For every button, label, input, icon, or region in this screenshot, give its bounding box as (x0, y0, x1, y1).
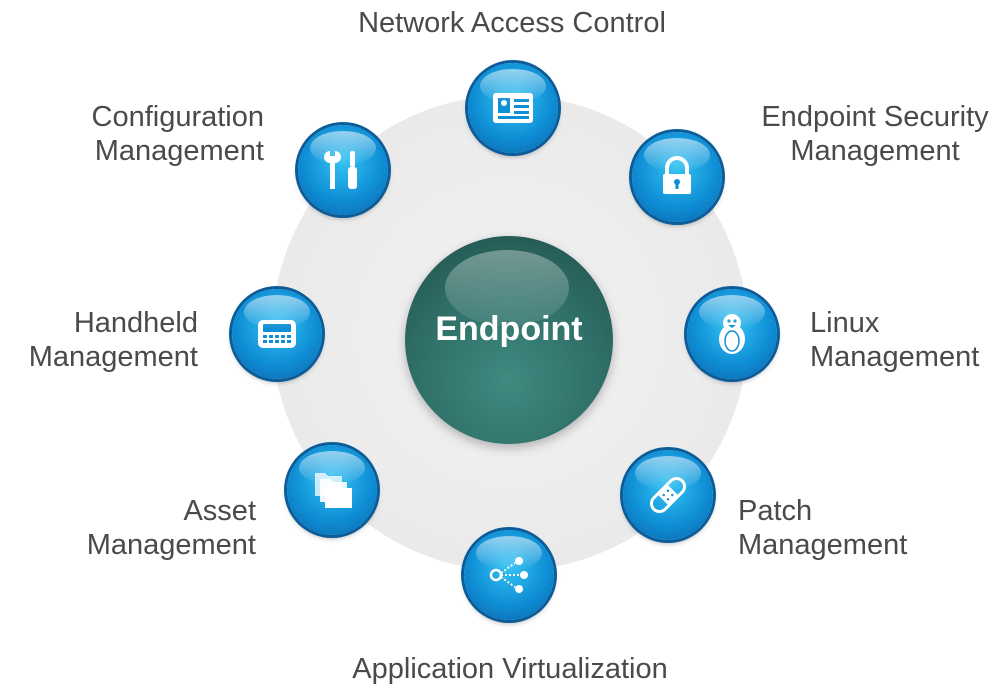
label-line: Linux (810, 307, 880, 339)
label-line: Management (810, 341, 980, 373)
bandage-icon (650, 477, 686, 513)
network-nodes-icon (489, 557, 528, 593)
handheld-node (232, 289, 322, 379)
network-access-node (468, 63, 558, 153)
label-line: Asset (183, 495, 256, 527)
penguin-icon (719, 314, 745, 354)
label-line: Management (86, 529, 256, 561)
label-line: Endpoint Security (761, 101, 989, 133)
label-line: Application Virtualization (352, 653, 668, 685)
label-line: Patch (738, 495, 813, 527)
hub-label: Endpoint (435, 310, 583, 348)
patch-label: Patch Management (738, 494, 958, 562)
linux-node (687, 289, 777, 379)
linux-label: Linux Management (810, 306, 1008, 374)
configuration-node (298, 125, 388, 215)
asset-node (287, 445, 377, 535)
configuration-label: Configuration Management (30, 100, 265, 168)
label-line: Management (738, 529, 908, 561)
network-access-label: Network Access Control (330, 6, 694, 40)
app-virtualization-label: Application Virtualization (300, 652, 720, 686)
label-line: Handheld (73, 307, 198, 339)
hub-highlight (445, 250, 569, 326)
handheld-label: Handheld Management (0, 306, 198, 374)
tools-icon (324, 151, 357, 189)
lock-icon (663, 156, 691, 194)
label-line: Network Access Control (358, 7, 666, 39)
label-line: Management (94, 135, 264, 167)
app-virtualization-node (464, 530, 554, 620)
folders-icon (315, 473, 352, 508)
asset-label: Asset Management (20, 494, 256, 562)
endpoint-hub (405, 236, 613, 444)
label-line: Configuration (91, 101, 265, 133)
patch-node (623, 450, 713, 540)
label-line: Management (790, 135, 960, 167)
handheld-device-icon (258, 320, 296, 348)
id-card-icon (493, 93, 533, 123)
endpoint-security-node (632, 132, 722, 222)
label-line: Management (28, 341, 198, 373)
endpoint-security-label: Endpoint Security Management (738, 100, 1008, 168)
